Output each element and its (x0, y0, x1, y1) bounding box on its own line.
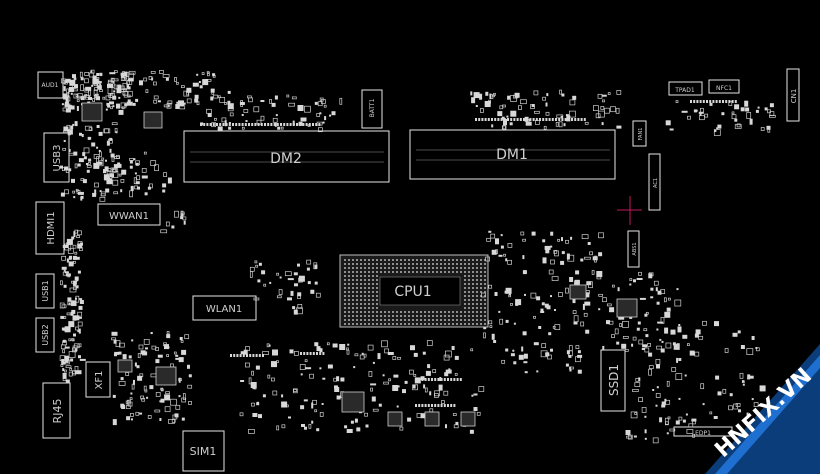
abs-label: ABS1 (632, 242, 638, 255)
aud-label: AUD1 (42, 82, 59, 89)
rj45-label: RJ45 (51, 399, 64, 424)
ssd-label: SSD1 (607, 364, 621, 396)
crosshair-marker (617, 196, 642, 225)
rj45-connector[interactable]: RJ45 (42, 382, 71, 439)
xf1-part[interactable]: XF1 (85, 361, 111, 398)
tpad-label: TPAD1 (674, 87, 695, 94)
usb2-connector[interactable]: USB2 (35, 317, 55, 353)
usb1-connector[interactable]: USB1 (35, 273, 55, 309)
batt-label: BATT1 (369, 98, 376, 117)
hdmi-label: HDMI1 (46, 211, 57, 244)
fan-connector[interactable]: FAN1 (632, 120, 647, 147)
xf1-label: XF1 (94, 371, 105, 390)
watermark-logo: HNFIX.VN (705, 344, 820, 474)
usb3-label: USB3 (52, 145, 63, 172)
nfc-connector[interactable]: NFC1 (708, 79, 740, 94)
cpu-label: CPU1 (394, 284, 431, 300)
ac1-label: AC1 (653, 178, 659, 188)
nfc-label: NFC1 (716, 85, 732, 92)
wlan-slot[interactable]: WLAN1 (192, 295, 257, 321)
edp-label: EDP1 (695, 430, 711, 437)
abs-connector[interactable]: ABS1 (627, 230, 640, 268)
dm2-label: DM2 (270, 151, 302, 167)
hdmi-connector[interactable]: HDMI1 (35, 201, 65, 255)
dimm-slot-dm1[interactable]: DM1 (409, 129, 616, 180)
sim-slot[interactable]: SIM1 (182, 430, 225, 472)
sim-label: SIM1 (190, 445, 217, 458)
dimm-slot-dm2[interactable]: DM2 (183, 130, 390, 183)
ssd-slot[interactable]: SSD1 (600, 349, 626, 412)
wlan-label: WLAN1 (206, 304, 242, 315)
wwan-label: WWAN1 (109, 211, 149, 222)
battery-connector[interactable]: BATT1 (361, 89, 383, 129)
touchpad-connector[interactable]: TPAD1 (668, 81, 703, 96)
usb3-connector[interactable]: USB3 (43, 132, 70, 183)
cn1-label: CN1 (790, 89, 798, 104)
edp-connector[interactable]: EDP1 (673, 426, 733, 437)
cn1-connector[interactable]: CN1 (786, 68, 800, 122)
dm1-label: DM1 (496, 147, 528, 163)
cpu-ball-grid (344, 259, 486, 325)
wwan-slot[interactable]: WWAN1 (97, 203, 161, 226)
usb1-label: USB1 (41, 280, 50, 302)
ac1-connector[interactable]: AC1 (648, 153, 661, 211)
smd-components (59, 69, 776, 444)
audio-jack[interactable]: AUD1 (37, 71, 64, 99)
cpu-package[interactable]: CPU1 (339, 254, 489, 328)
fan-label: FAN1 (638, 128, 644, 141)
usb2-label: USB2 (41, 324, 50, 346)
